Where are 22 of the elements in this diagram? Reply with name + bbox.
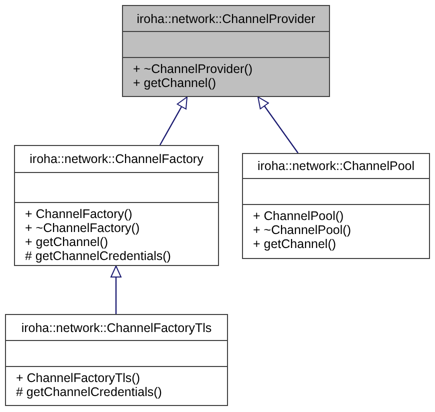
class-box <box>242 153 430 259</box>
inheritance-arrow <box>159 96 188 146</box>
method-signature: + getChannel() <box>25 235 110 249</box>
method-signature: + ~ChannelPool() <box>253 223 352 237</box>
method-signature: + ChannelFactoryTls() <box>16 371 141 385</box>
class-name: iroha::network::ChannelProvider <box>136 12 316 26</box>
class-name: iroha::network::ChannelFactoryTls <box>21 320 212 334</box>
method-signature: + ~ChannelFactory() <box>25 221 141 235</box>
class-name: iroha::network::ChannelPool <box>257 159 415 173</box>
method-signature: + ChannelPool() <box>253 209 345 223</box>
method-signature: + getChannel() <box>253 237 338 251</box>
method-signature: + ~ChannelProvider() <box>133 62 254 76</box>
inheritance-arrow <box>258 96 298 154</box>
method-signature: + ChannelFactory() <box>25 207 134 221</box>
class-box <box>5 314 228 406</box>
class-name: iroha::network::ChannelFactory <box>30 152 204 166</box>
class-box <box>122 5 330 97</box>
method-signature: # getChannelCredentials() <box>25 249 172 263</box>
class-box <box>14 145 219 266</box>
method-signature: # getChannelCredentials() <box>16 385 163 399</box>
method-signature: + getChannel() <box>133 76 218 90</box>
inheritance-arrow <box>110 266 122 314</box>
